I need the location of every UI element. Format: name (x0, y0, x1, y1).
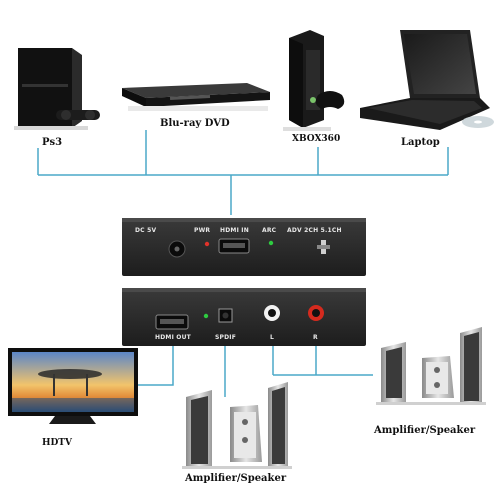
hdmi-in-label: HDMI IN (220, 227, 249, 234)
dc-label: DC 5V (135, 227, 157, 234)
speaker-right-label: Amplifier/Speaker (374, 425, 476, 436)
arc-label: ARC (262, 227, 277, 234)
bluray-icon (122, 83, 270, 111)
mode-label: ADV 2CH 5.1CH (287, 227, 342, 234)
r-label: R (313, 334, 318, 341)
ps3-label: Ps3 (42, 137, 63, 148)
l-label: L (270, 334, 275, 341)
speaker-center-label: Amplifier/Speaker (185, 473, 287, 484)
xbox-icon (283, 30, 345, 131)
switch-bottom-panel (122, 288, 366, 346)
ps3-icon (14, 48, 100, 130)
pwr-label: PWR (194, 227, 211, 234)
spdif-label: SPDIF (215, 334, 237, 341)
hdmi-out-label: HDMI OUT (155, 334, 191, 341)
hdtv-label: HDTV (42, 438, 72, 448)
connector-lines (37, 130, 449, 397)
xbox-label: XBOX360 (292, 134, 341, 144)
switch-top-panel (122, 218, 366, 276)
speaker-right-icon (376, 327, 486, 405)
laptop-icon (360, 30, 494, 130)
connector-hdmi-out (138, 345, 174, 386)
bluray-label: Blu-ray DVD (160, 118, 230, 129)
hdtv-icon (8, 348, 138, 424)
speaker-center-icon (182, 382, 292, 469)
laptop-label: Laptop (401, 137, 440, 148)
